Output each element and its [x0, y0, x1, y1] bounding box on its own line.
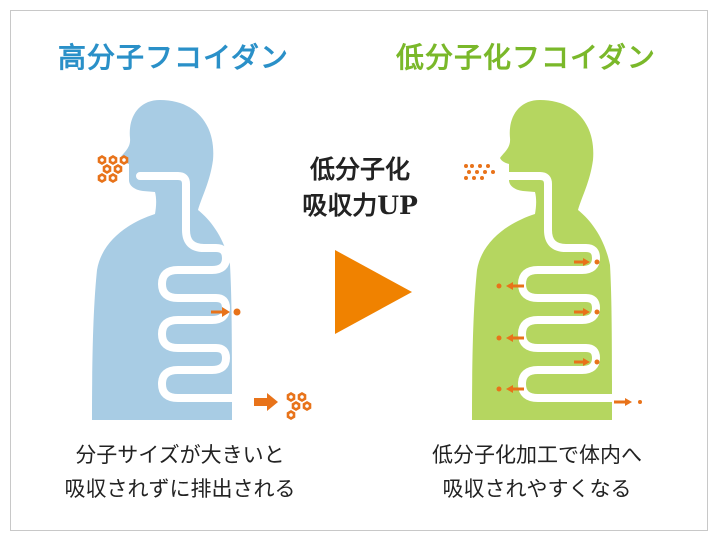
left-excrete-arrow — [254, 392, 312, 420]
right-absorb-arrows-right — [574, 258, 600, 366]
right-title: 低分子化フコイダン — [396, 41, 656, 74]
right-excrete-arrow — [614, 398, 642, 406]
right-caption-line1: 低分子化加工で体内へ — [432, 443, 642, 467]
right-caption: 低分子化加工で体内へ 吸収されやすくなる — [387, 438, 687, 506]
left-absorb-arrow — [211, 307, 241, 317]
right-intake-molecules — [464, 164, 495, 180]
left-title: 高分子フコイダン — [58, 41, 289, 74]
right-digestive-tract — [496, 172, 616, 402]
center-label-line1: 低分子化 — [309, 155, 410, 184]
center-triangle-arrow — [335, 250, 412, 334]
right-absorb-arrows-left — [496, 282, 524, 393]
center-label: 低分子化 吸収力UP — [295, 152, 425, 224]
center-label-line2: 吸収力UP — [302, 191, 418, 220]
right-caption-line2: 吸収されやすくなる — [442, 477, 632, 501]
left-digestive-tract — [136, 172, 254, 402]
left-caption-line1: 分子サイズが大きいと — [75, 443, 285, 467]
left-caption-line2: 吸収されずに排出される — [64, 477, 296, 501]
left-caption: 分子サイズが大きいと 吸収されずに排出される — [30, 438, 330, 506]
left-intake-molecules — [97, 155, 129, 183]
